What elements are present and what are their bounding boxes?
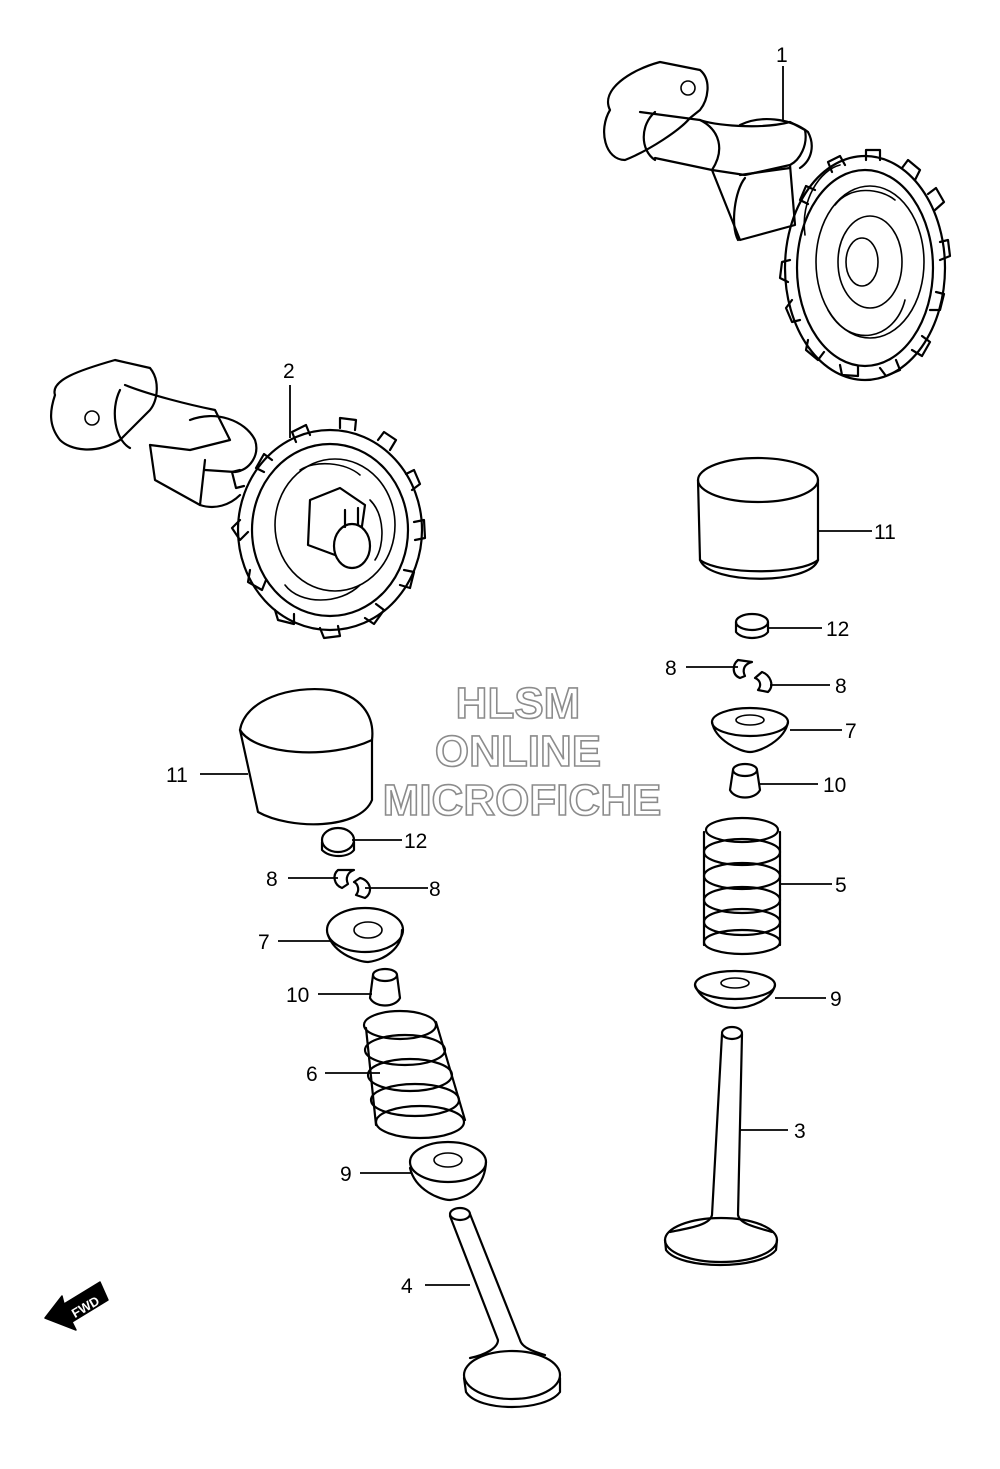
callout-8-left-a: 8 — [266, 868, 278, 891]
retainer-right — [710, 706, 790, 754]
callout-10-left: 10 — [286, 984, 309, 1007]
callout-3: 3 — [794, 1120, 806, 1143]
tappet-right — [696, 456, 820, 580]
callout-2: 2 — [283, 360, 295, 383]
callout-6: 6 — [306, 1063, 318, 1086]
callout-8-right-b: 8 — [835, 675, 847, 698]
cotter-right — [732, 658, 773, 694]
camshaft-1 — [603, 60, 952, 382]
callout-11-right: 11 — [874, 521, 896, 544]
callout-12-right: 12 — [826, 618, 849, 641]
callout-7-left: 7 — [258, 931, 270, 954]
fwd-arrow-icon: FWD — [44, 1281, 109, 1331]
callout-12-left: 12 — [404, 830, 427, 853]
callout-8-left-b: 8 — [429, 878, 441, 901]
callout-numbers: 1 2 3 4 5 6 7 7 8 8 8 8 9 9 10 10 11 11 … — [166, 44, 896, 1298]
spring-seat-right — [693, 969, 777, 1010]
watermark-line-1: HLSM — [456, 679, 581, 728]
valve-spring-left — [362, 1009, 467, 1140]
spring-seat-left — [408, 1140, 488, 1202]
stem-seal-left — [368, 967, 402, 1007]
shim-left — [320, 826, 356, 858]
callout-8-right-a: 8 — [665, 657, 677, 680]
valve-left — [448, 1206, 562, 1408]
callout-11-left: 11 — [166, 764, 188, 787]
valve-right — [663, 1025, 779, 1267]
callout-1: 1 — [776, 44, 788, 67]
watermark-line-2: ONLINE — [435, 727, 601, 776]
callout-7-right: 7 — [845, 720, 857, 743]
valve-spring-right — [702, 816, 782, 956]
watermark-line-3: MICROFICHE — [383, 776, 662, 825]
callout-4: 4 — [401, 1275, 413, 1298]
leader-lines — [200, 66, 872, 1286]
callout-9-right: 9 — [830, 988, 842, 1011]
callout-9-left: 9 — [340, 1163, 352, 1186]
callout-5: 5 — [835, 874, 847, 897]
stem-seal-right — [728, 762, 762, 799]
retainer-left — [325, 906, 405, 964]
camshaft-2 — [50, 358, 427, 640]
cotter-left — [333, 868, 372, 900]
shim-right — [734, 612, 770, 640]
watermark: HLSM ONLINE MICROFICHE — [382, 678, 662, 826]
callout-10-right: 10 — [823, 774, 846, 797]
tappet-left — [238, 688, 374, 826]
